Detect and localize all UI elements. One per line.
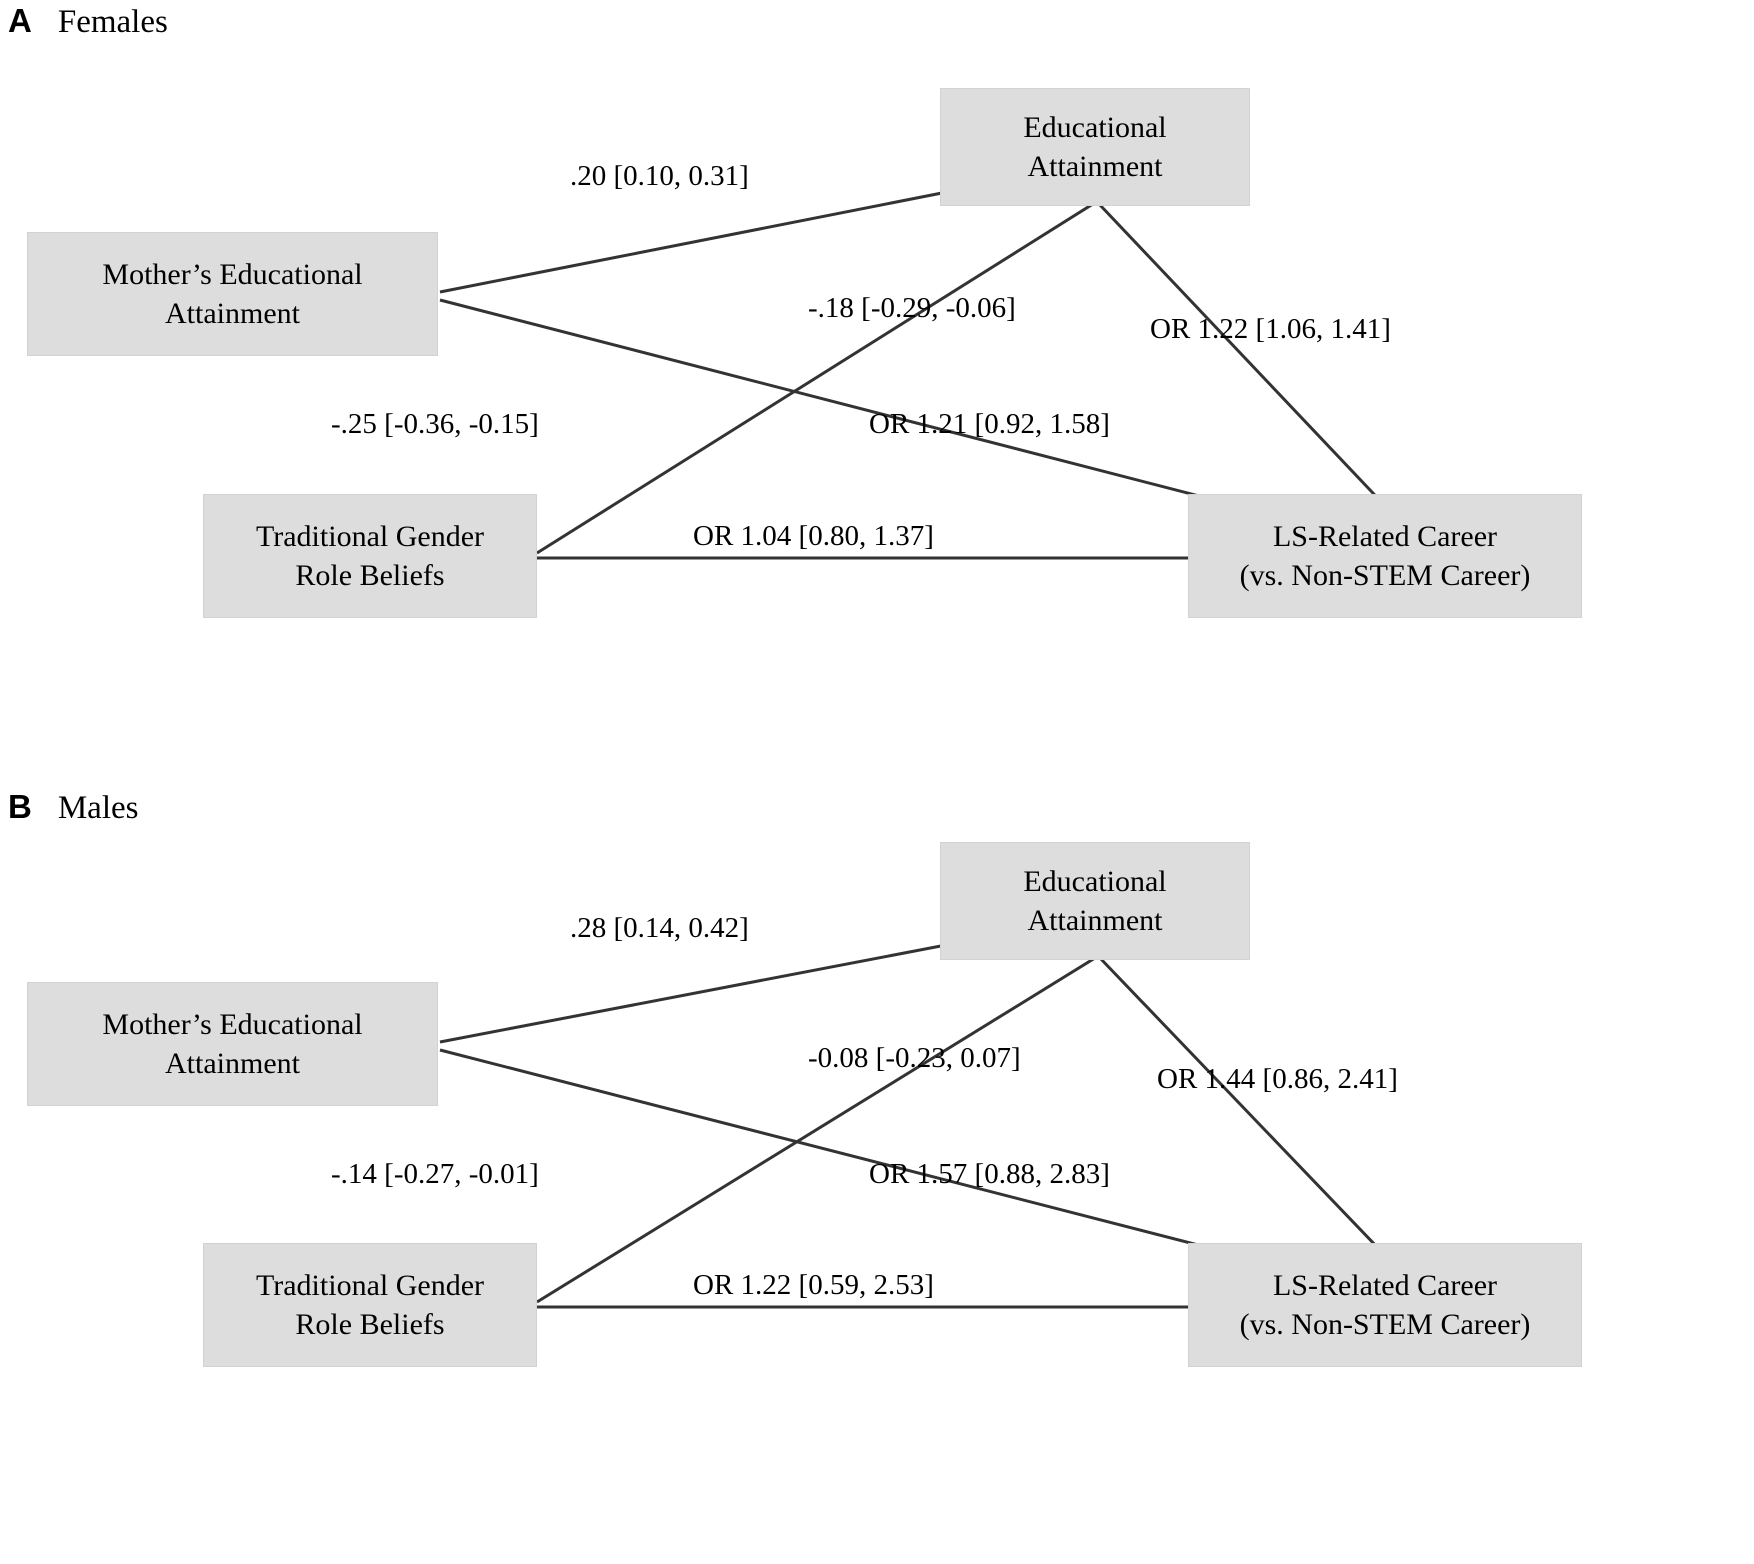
- label-b-mother-to-education: .28 [0.14, 0.42]: [570, 912, 749, 944]
- label-b-education-to-career: OR 1.44 [0.86, 2.41]: [1157, 1063, 1398, 1095]
- panel-b-title: Males: [57, 790, 139, 826]
- node-a-gender-line1: Traditional Gender: [255, 520, 485, 553]
- node-a-educational-attainment: Educational Attainment: [940, 88, 1250, 206]
- label-a-education-to-career: OR 1.22 [1.06, 1.41]: [1150, 313, 1391, 345]
- node-b-gender-line1: Traditional Gender: [255, 1269, 485, 1302]
- label-a-mother-to-gender: -.25 [-0.36, -0.15]: [331, 408, 539, 440]
- node-b-traditional-gender-role-beliefs: Traditional Gender Role Beliefs: [203, 1243, 537, 1367]
- node-a-mother-educational-attainment: Mother’s Educational Attainment: [27, 232, 438, 356]
- label-b-mother-to-career: OR 1.57 [0.88, 2.83]: [869, 1158, 1110, 1190]
- label-a-mother-to-education: .20 [0.10, 0.31]: [570, 160, 749, 192]
- panel-a-header: A Females: [8, 2, 168, 41]
- label-a-gender-to-career: OR 1.04 [0.80, 1.37]: [693, 520, 934, 552]
- node-a-mother-line1: Mother’s Educational: [102, 258, 363, 291]
- panel-b-letter: B: [8, 788, 32, 825]
- node-a-education-line1: Educational: [1023, 111, 1167, 144]
- panel-a-females: A Females Mother’s Educational Attainmen…: [0, 0, 1754, 760]
- panel-b-header: B Males: [8, 788, 139, 827]
- node-b-career-line1: LS-Related Career: [1272, 1269, 1498, 1302]
- node-a-career-line2: (vs. Non-STEM Career): [1239, 559, 1531, 592]
- node-b-mother-educational-attainment: Mother’s Educational Attainment: [27, 982, 438, 1106]
- node-b-ls-related-career: LS-Related Career (vs. Non-STEM Career): [1188, 1243, 1582, 1367]
- edge-b-gender-to-education: [536, 911, 1169, 1304]
- label-a-gender-to-education: -.18 [-0.29, -0.06]: [808, 292, 1016, 324]
- label-b-mother-to-gender: -.14 [-0.27, -0.01]: [331, 1158, 539, 1190]
- panel-a-edges: [439, 148, 1427, 562]
- node-b-education-line2: Attainment: [1027, 904, 1163, 937]
- node-b-career-line2: (vs. Non-STEM Career): [1239, 1308, 1531, 1341]
- node-a-mother-line2: Attainment: [165, 297, 300, 330]
- node-a-career-line1: LS-Related Career: [1272, 520, 1498, 553]
- label-b-gender-to-education: -0.08 [-0.23, 0.07]: [808, 1042, 1021, 1074]
- node-b-gender-line2: Role Beliefs: [295, 1308, 445, 1341]
- node-a-traditional-gender-role-beliefs: Traditional Gender Role Beliefs: [203, 494, 537, 618]
- node-b-education-line1: Educational: [1023, 865, 1167, 898]
- node-a-education-line2: Attainment: [1027, 150, 1163, 183]
- panel-a-letter: A: [8, 2, 32, 39]
- label-a-mother-to-career: OR 1.21 [0.92, 1.58]: [869, 408, 1110, 440]
- node-b-educational-attainment: Educational Attainment: [940, 842, 1250, 960]
- panel-b-males: B Males Mother’s Educational Attainment: [0, 770, 1754, 1564]
- node-a-gender-line2: Role Beliefs: [295, 559, 445, 592]
- node-a-ls-related-career: LS-Related Career (vs. Non-STEM Career): [1188, 494, 1582, 618]
- node-b-mother-line2: Attainment: [165, 1047, 300, 1080]
- panel-a-title: Females: [57, 4, 168, 40]
- edge-a-gender-to-education: [536, 158, 1164, 555]
- label-b-gender-to-career: OR 1.22 [0.59, 2.53]: [693, 1269, 934, 1301]
- node-b-mother-line1: Mother’s Educational: [102, 1008, 363, 1041]
